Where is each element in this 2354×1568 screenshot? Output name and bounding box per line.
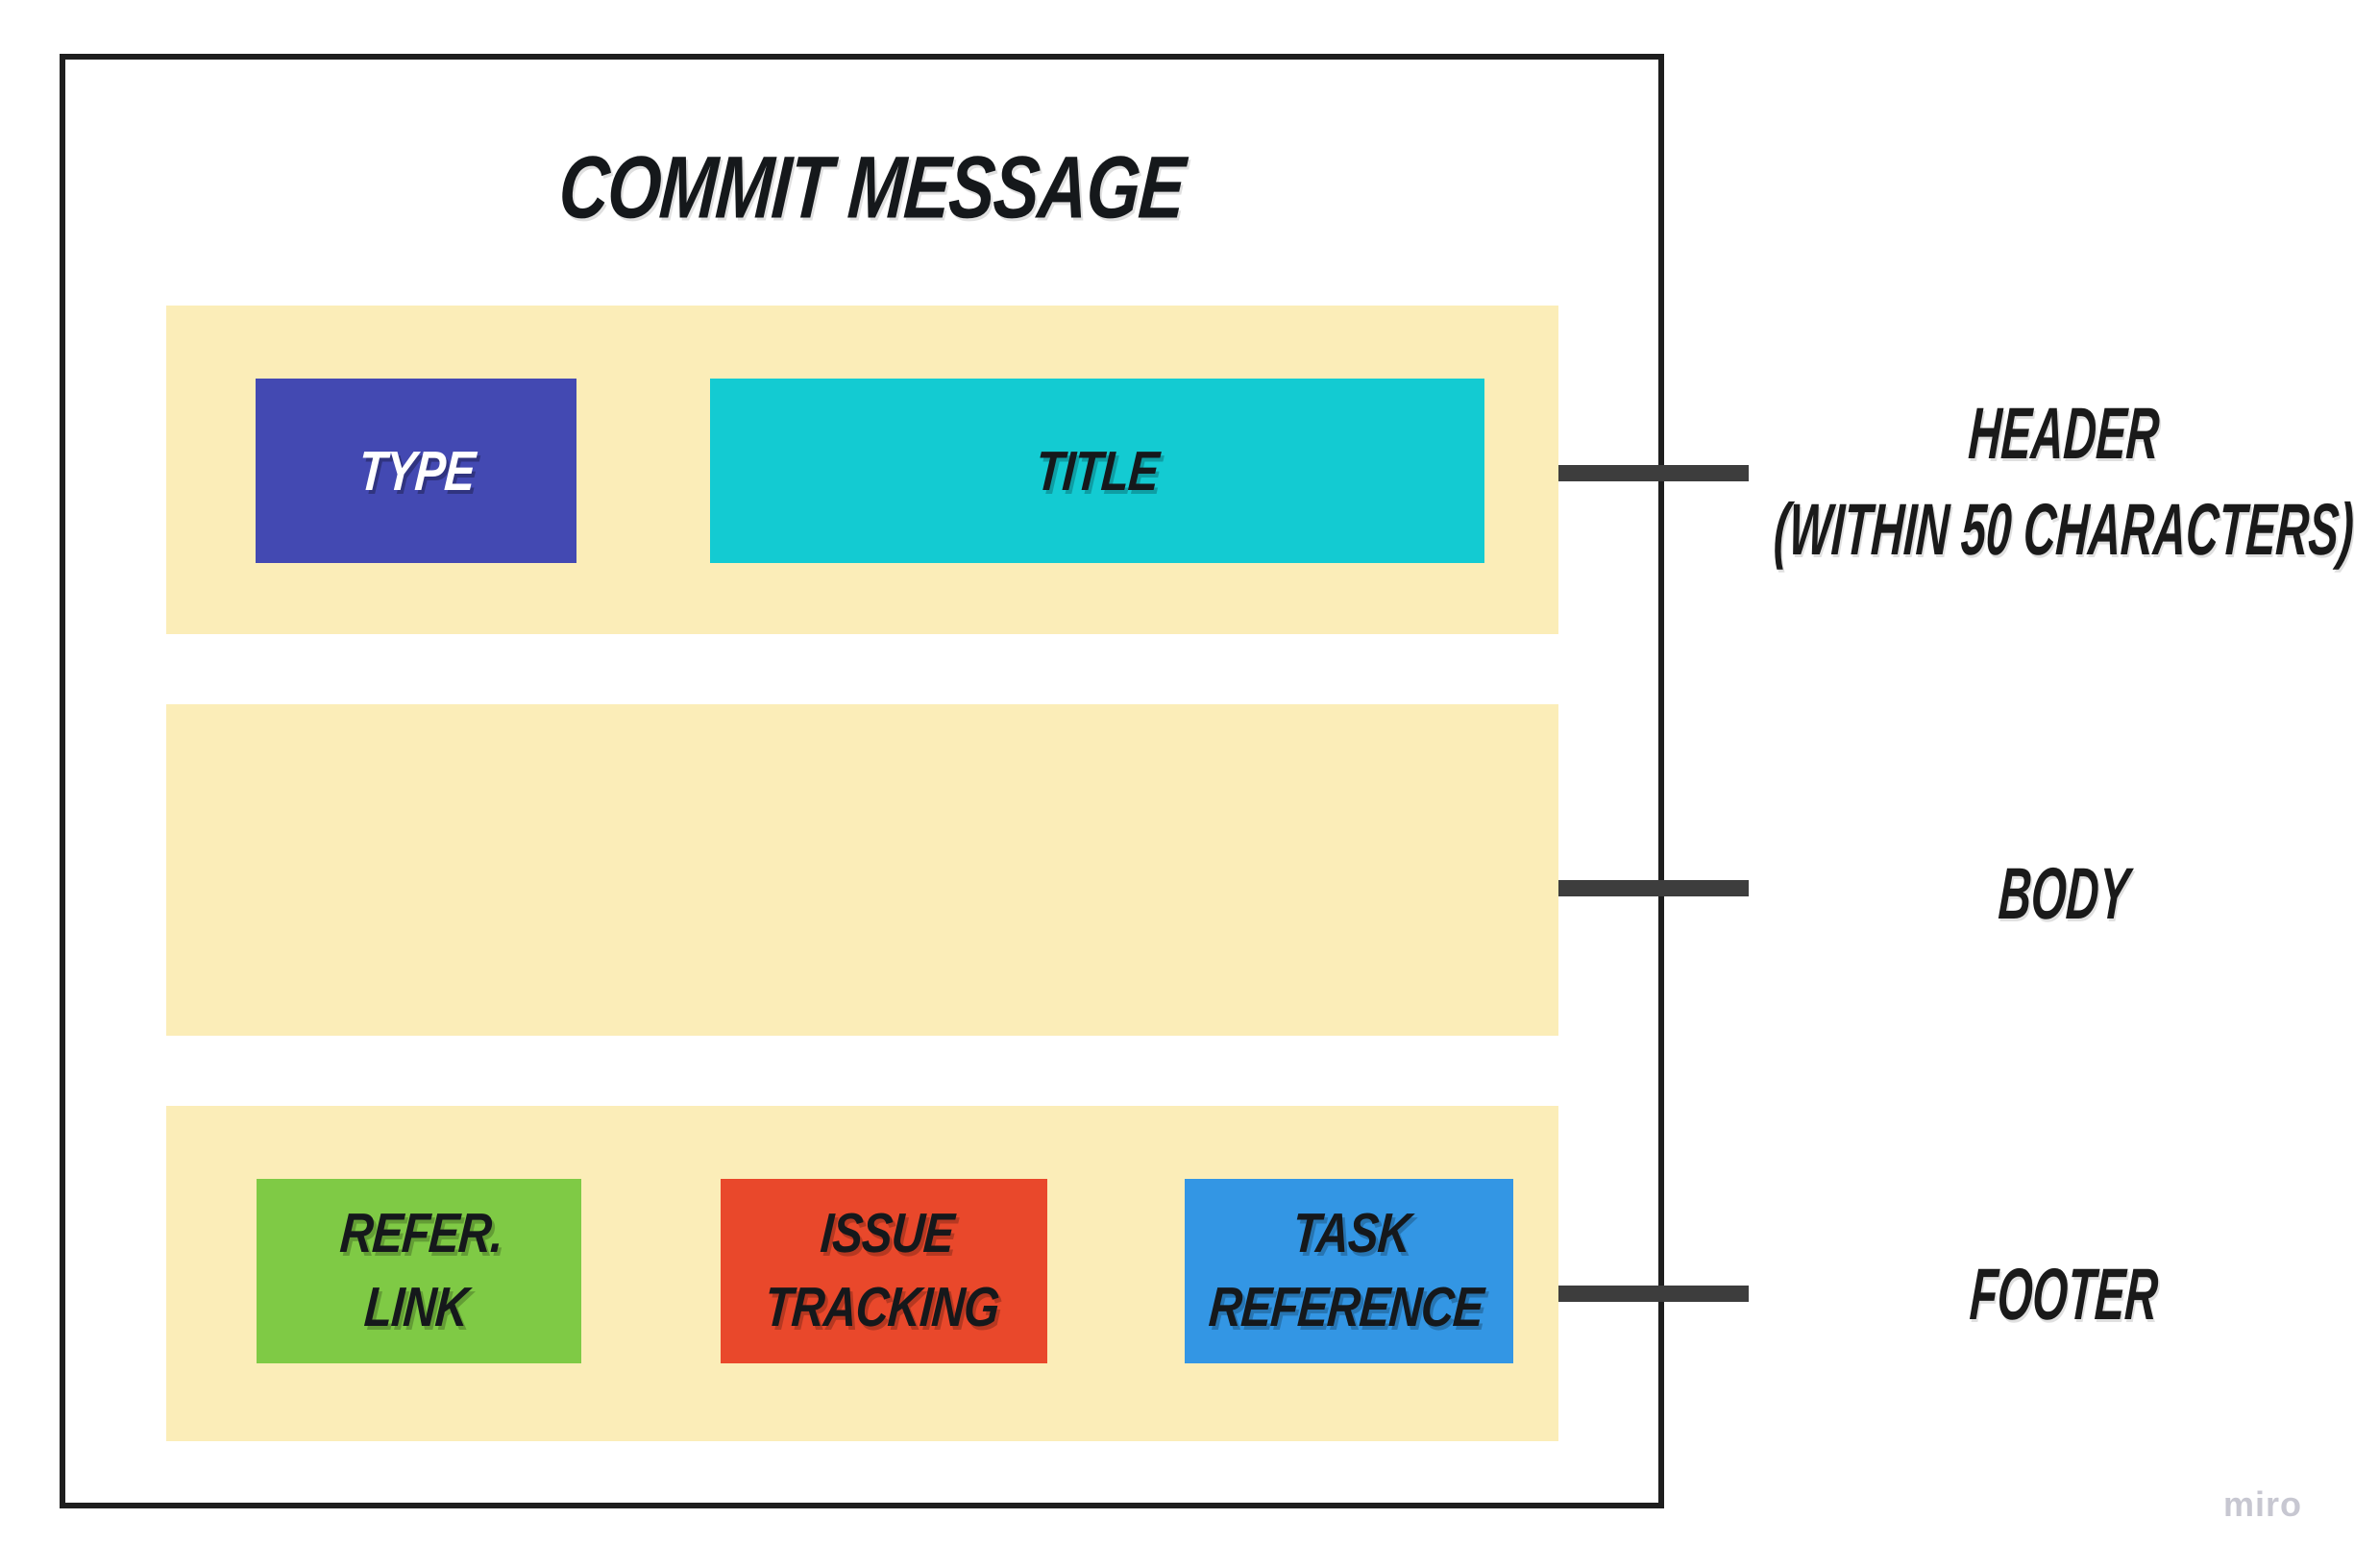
task-reference-line2: REFERENCE <box>1207 1276 1486 1338</box>
miro-watermark-logo: miro <box>2223 1484 2303 1524</box>
issue-tracking-block[interactable]: ISSUE TRACKING <box>721 1179 1047 1363</box>
refer-link-label: REFER. LINK <box>332 1197 505 1344</box>
type-block-label: TYPE <box>356 439 477 502</box>
issue-tracking-line2: TRACKING <box>762 1276 1001 1338</box>
issue-tracking-line1: ISSUE <box>818 1202 956 1265</box>
body-section[interactable] <box>166 704 1558 1036</box>
task-reference-block[interactable]: TASK REFERENCE <box>1185 1179 1513 1363</box>
body-annotation: BODY <box>1959 846 2169 943</box>
title-block-label: TITLE <box>1033 439 1161 502</box>
header-annotation: HEADER (WITHIN 50 CHARACTERS) <box>1597 386 2354 578</box>
footer-annotation: FOOTER <box>1913 1247 2216 1343</box>
title-block[interactable]: TITLE <box>710 379 1484 563</box>
task-reference-label: TASK REFERENCE <box>1207 1197 1491 1344</box>
diagram-title: COMMIT MESSAGE <box>555 138 1188 237</box>
issue-tracking-label: ISSUE TRACKING <box>762 1197 1006 1344</box>
task-reference-line1: TASK <box>1290 1202 1413 1265</box>
body-connector-line[interactable] <box>1558 880 1749 896</box>
footer-annotation-line1: FOOTER <box>1968 1254 2160 1335</box>
refer-link-line1: REFER. <box>338 1202 505 1265</box>
type-block[interactable]: TYPE <box>256 379 576 563</box>
header-connector-line[interactable] <box>1558 465 1749 481</box>
refer-link-line2: LINK <box>362 1276 471 1338</box>
header-annotation-line2: (WITHIN 50 CHARACTERS) <box>1772 489 2354 571</box>
refer-link-block[interactable]: REFER. LINK <box>257 1179 581 1363</box>
footer-connector-line[interactable] <box>1558 1286 1749 1302</box>
header-annotation-line1: HEADER <box>1966 393 2162 475</box>
body-annotation-line1: BODY <box>1997 853 2132 935</box>
